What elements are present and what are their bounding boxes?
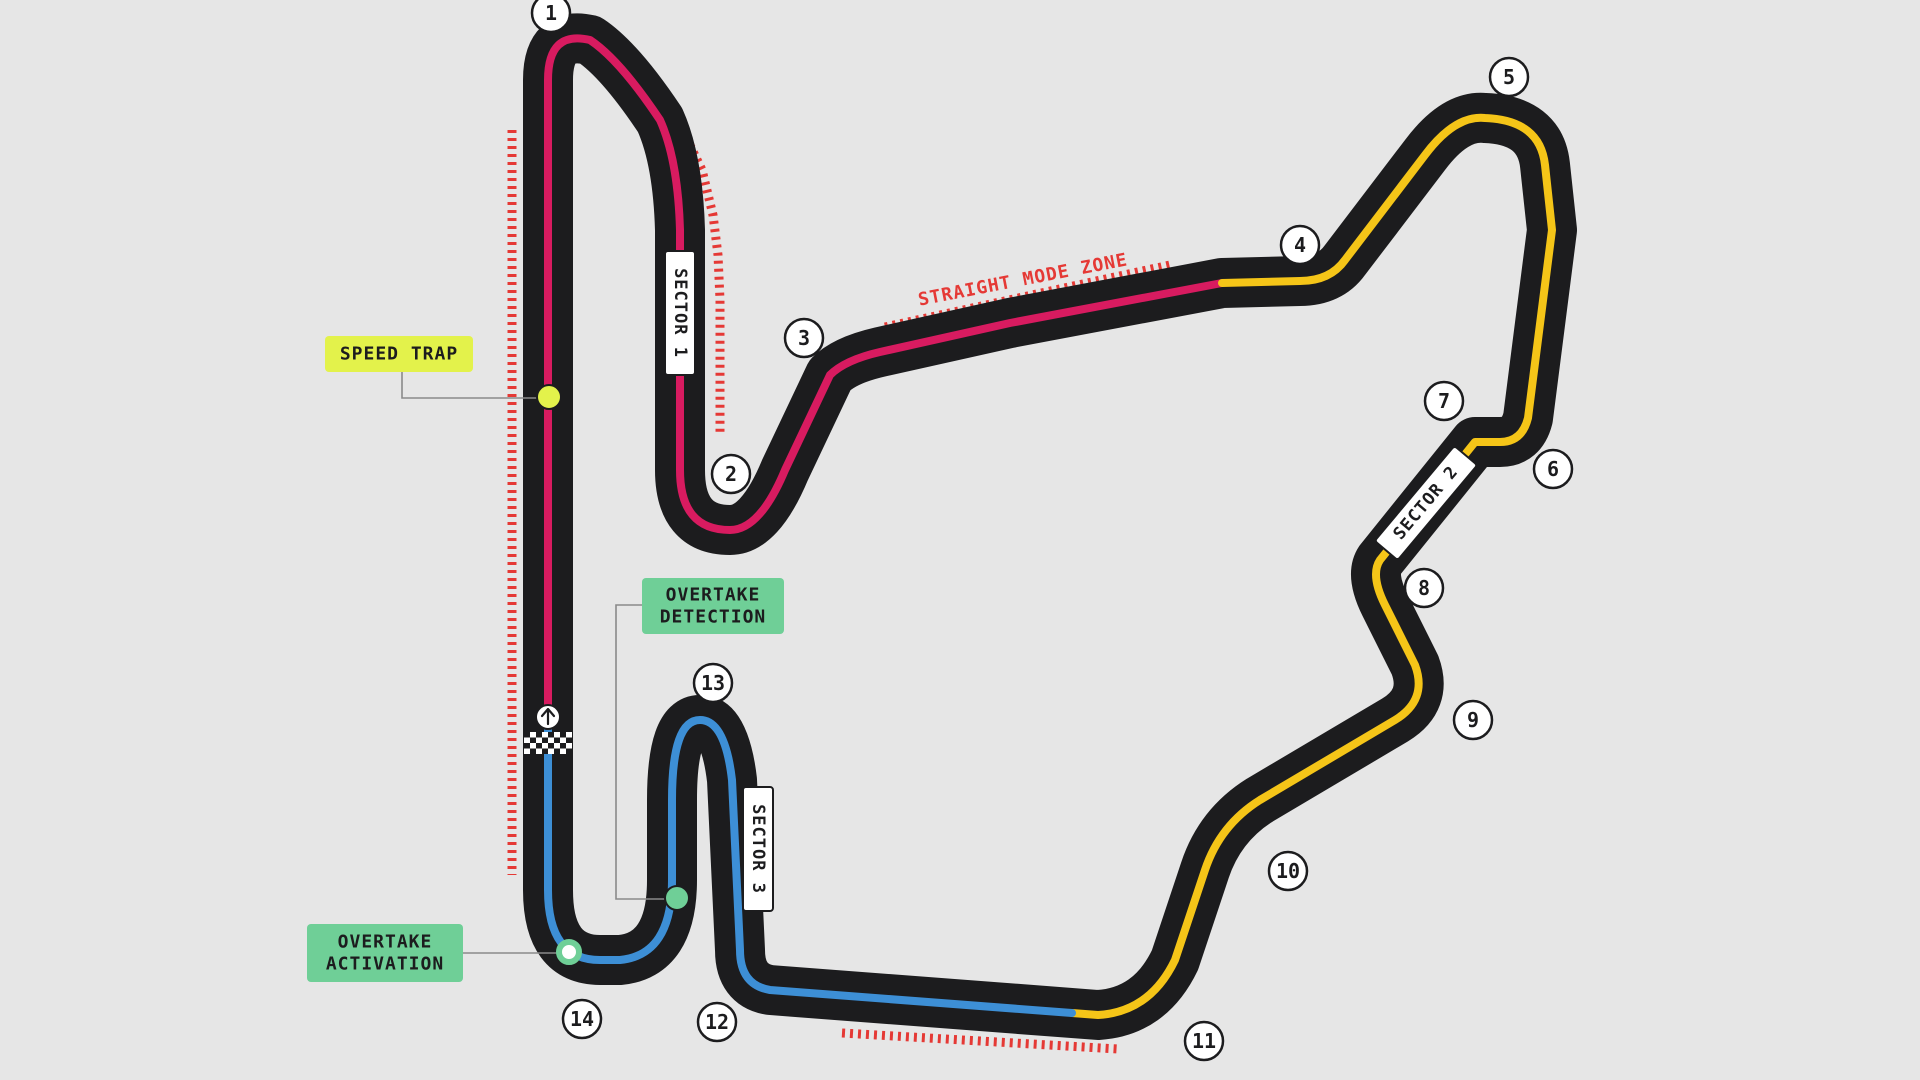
- overtake-detection-callout: OVERTAKE DETECTION: [615, 578, 784, 911]
- speed-trap-leader: [401, 372, 548, 399]
- corner-marker-8: 8: [1403, 567, 1445, 609]
- straight-mode-markers: [507, 92, 1171, 1054]
- sector-2-line: [1068, 113, 1556, 1019]
- sector-3-label: SECTOR 3: [748, 804, 768, 894]
- overtake-activation-label-box: [307, 924, 463, 982]
- corner-marker-4: 4: [1279, 224, 1321, 266]
- corner-marker-1: 1: [530, 0, 572, 34]
- overtake-activation-marker: [556, 939, 582, 965]
- corner-marker-12: 12: [696, 1001, 738, 1043]
- corner-marker-11: 11: [1183, 1020, 1225, 1062]
- svg-text:4: 4: [1294, 233, 1306, 257]
- sector-3-tag: SECTOR 3: [742, 786, 774, 912]
- checkered-flag-icon: [524, 732, 572, 754]
- svg-text:8: 8: [1418, 576, 1430, 600]
- overtake-detection-leader: [615, 604, 672, 900]
- sector-1-line: [544, 34, 1226, 724]
- speed-trap-label-box: [325, 336, 473, 372]
- svg-text:12: 12: [705, 1010, 729, 1034]
- corner-marker-6: 6: [1532, 448, 1574, 490]
- speed-trap-marker: [536, 384, 562, 410]
- svg-text:6: 6: [1547, 457, 1559, 481]
- corner-marker-10: 10: [1267, 850, 1309, 892]
- sector-3-line: [544, 716, 1076, 1017]
- corner-marker-3: 3: [783, 317, 825, 359]
- arrow-up-icon: [535, 704, 561, 730]
- overtake-detection-marker: [664, 885, 690, 911]
- corner-marker-14: 14: [561, 998, 603, 1040]
- svg-text:9: 9: [1467, 708, 1479, 732]
- straight-mode-marker-bottom: [841, 1028, 1119, 1054]
- svg-text:5: 5: [1503, 65, 1515, 89]
- corner-marker-13: 13: [692, 662, 734, 704]
- svg-text:14: 14: [570, 1007, 594, 1031]
- svg-text:10: 10: [1276, 859, 1300, 883]
- sector-1-tag: SECTOR 1: [664, 250, 696, 376]
- overtake-activation-label-line2: ACTIVATION: [326, 954, 444, 975]
- overtake-activation-callout: OVERTAKE ACTIVATION: [307, 924, 582, 982]
- corner-marker-2: 2: [710, 453, 752, 495]
- overtake-detection-label-box: [642, 578, 784, 634]
- svg-text:13: 13: [701, 671, 725, 695]
- sector-1-label: SECTOR 1: [670, 268, 690, 358]
- svg-text:11: 11: [1192, 1029, 1216, 1053]
- straight-mode-marker-t1: [660, 92, 725, 435]
- corner-markers: 1 2 3 4 5 6 7 8 9 10 11 12 13 14: [530, 0, 1574, 1062]
- corner-marker-7: 7: [1423, 380, 1465, 422]
- speed-trap-label: SPEED TRAP: [340, 344, 458, 365]
- svg-text:1: 1: [545, 1, 557, 25]
- overtake-detection-label-line2: DETECTION: [660, 607, 767, 628]
- corner-marker-5: 5: [1488, 56, 1530, 98]
- svg-text:7: 7: [1438, 389, 1450, 413]
- speed-trap-callout: SPEED TRAP: [325, 336, 562, 410]
- overtake-activation-label-line1: OVERTAKE: [338, 932, 433, 953]
- overtake-detection-label-line1: OVERTAKE: [666, 585, 761, 606]
- corner-marker-9: 9: [1452, 699, 1494, 741]
- svg-text:2: 2: [725, 462, 737, 486]
- svg-text:3: 3: [798, 326, 810, 350]
